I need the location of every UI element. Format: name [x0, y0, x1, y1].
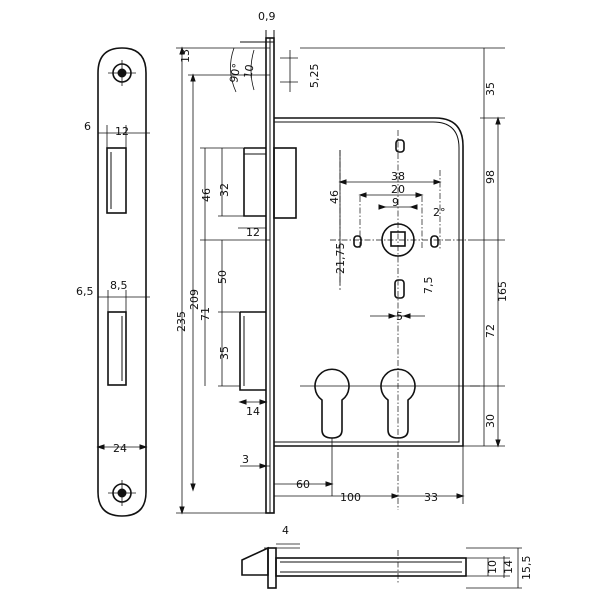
dim-14-latch-label: 14 [246, 405, 260, 418]
left-vertical-dims: 235 209 13 71 46 32 50 35 12 14 [175, 46, 270, 515]
dim-35-top-label: 35 [484, 82, 497, 96]
cylinder-cutout-left [314, 368, 350, 439]
dim-32-label: 32 [218, 183, 231, 197]
bottom-dims: 3 60 100 33 [240, 438, 465, 504]
cylinder-cutout-right [380, 368, 416, 439]
bevel-detail: 0,9 90° 10 5,25 [227, 10, 321, 100]
dim-5-25-label: 5,25 [308, 64, 321, 89]
dim-35-mid-label: 35 [218, 346, 231, 360]
dim-71-label: 71 [199, 307, 212, 321]
bolt [273, 147, 297, 219]
dim-14-bottom-label: 14 [502, 560, 515, 574]
faceplate [97, 47, 147, 517]
dim-6-label: 6 [84, 120, 91, 133]
dim-2deg-label: 2° [433, 206, 446, 219]
dim-10-bottom-label: 10 [486, 560, 499, 574]
latch-slot [107, 311, 127, 386]
right-vertical-dims: 35 98 165 72 30 [300, 47, 509, 448]
dim-13-label: 13 [179, 49, 192, 63]
dim-46-left-label: 46 [200, 188, 213, 202]
dim-20-label: 20 [391, 183, 405, 196]
dim-235-label: 235 [175, 311, 188, 332]
dim-30-label: 30 [484, 414, 497, 428]
spindle-dims: 38 20 9 2° 46 21,75 7,5 5 [328, 150, 446, 323]
dim-0-9-label: 0,9 [258, 10, 276, 23]
dim-165-label: 165 [496, 281, 509, 302]
dim-15-5-label: 15,5 [520, 556, 533, 581]
dim-24-label: 24 [113, 442, 127, 455]
dim-100-label: 100 [340, 491, 361, 504]
dim-12-left-label: 12 [115, 125, 129, 138]
bolt-slot [106, 147, 127, 214]
dim-6-5-8-5: 6,5 8,5 [76, 279, 150, 312]
dim-8-5-label: 8,5 [110, 279, 128, 292]
dim-72-label: 72 [484, 324, 497, 338]
dim-33-label: 33 [424, 491, 438, 504]
top-view: 4 10 14 15,5 [241, 524, 533, 589]
dim-7-5-label: 7,5 [422, 277, 435, 295]
dim-46-spindle-label: 46 [328, 190, 341, 204]
lock-body [239, 37, 464, 514]
dim-6-5-label: 6,5 [76, 285, 94, 298]
dim-50-label: 50 [216, 270, 229, 284]
dim-98-label: 98 [484, 170, 497, 184]
dim-4-label: 4 [282, 524, 289, 537]
dim-3-label: 3 [242, 453, 249, 466]
dim-209-label: 209 [188, 289, 201, 310]
top-view-case [275, 557, 467, 577]
dim-5-label: 5 [396, 310, 403, 323]
dim-60-label: 60 [296, 478, 310, 491]
dim-38-label: 38 [391, 170, 405, 183]
cylinder-cutouts [300, 368, 480, 439]
dim-9-label: 9 [392, 196, 399, 209]
dim-21-75-label: 21,75 [334, 243, 347, 275]
dim-90deg-label: 90° [227, 62, 243, 83]
dim-10-bolt-label: 10 [241, 63, 256, 79]
dim-12-mid-label: 12 [246, 226, 260, 239]
dim-6-12: 6 12 [84, 120, 150, 148]
spindle-hole [381, 223, 415, 257]
dim-24: 24 [96, 442, 148, 455]
